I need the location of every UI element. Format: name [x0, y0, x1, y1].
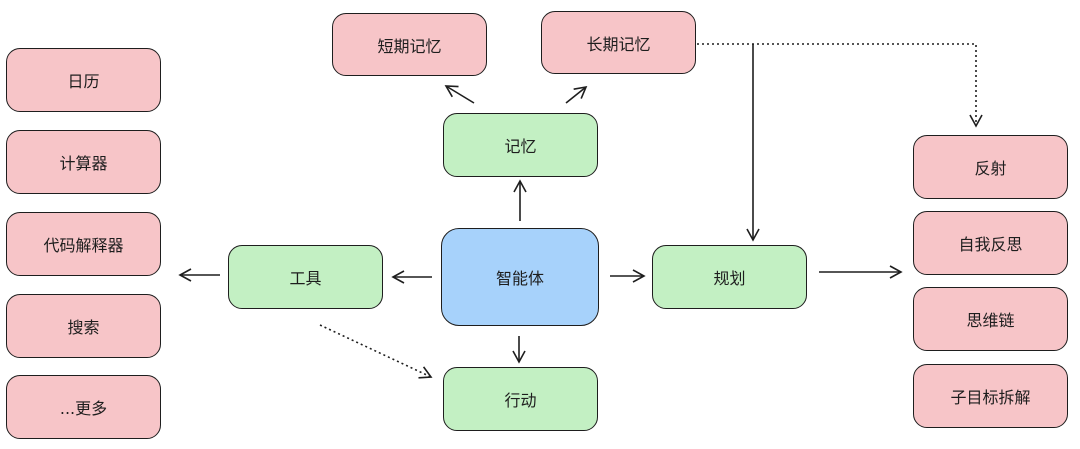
- tools-node: 工具: [228, 245, 383, 309]
- planning-item-subgoal-decomposition: 子目标拆解: [913, 364, 1068, 428]
- arrow-memory-to-long-term: [565, 85, 588, 104]
- planning-item-self-critique: 自我反思: [913, 211, 1068, 275]
- memory-node: 记忆: [443, 113, 598, 177]
- tool-item-calculator: 计算器: [6, 130, 161, 194]
- long-term-memory-node: 长期记忆: [541, 11, 696, 74]
- action-node: 行动: [443, 367, 598, 431]
- planning-item-reflection: 反射: [913, 135, 1068, 199]
- tool-item-more: ...更多: [6, 375, 161, 439]
- planning-node: 规划: [652, 245, 807, 309]
- short-term-memory-node: 短期记忆: [332, 13, 487, 76]
- agent-node: 智能体: [441, 228, 599, 326]
- tool-item-calendar: 日历: [6, 48, 161, 112]
- arrow-tools-to-action: [319, 324, 433, 379]
- tool-item-code-interpreter: 代码解释器: [6, 212, 161, 276]
- tool-item-search: 搜索: [6, 294, 161, 358]
- planning-item-chain-of-thought: 思维链: [913, 287, 1068, 351]
- arrow-memory-to-short-term: [444, 85, 475, 104]
- arrow-long-term-to-reflection: [697, 43, 983, 128]
